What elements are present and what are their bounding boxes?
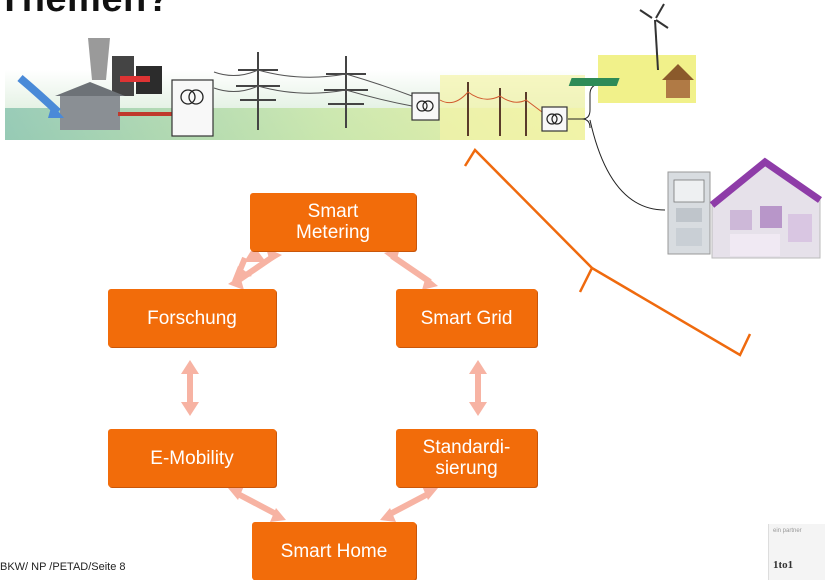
logo-name: 1to1 [773, 559, 794, 571]
topic-label: Smart Home [280, 540, 388, 562]
topic-label: Forschung [147, 307, 237, 329]
double-arrow-forschung-emobility [181, 360, 199, 416]
transformer-icon [411, 92, 440, 121]
double-arrow-standardisierung-home [380, 486, 438, 522]
topic-label: Smart Metering [296, 201, 370, 243]
smart-meter-house-icon [667, 157, 822, 259]
topic-box-standardisierung: Standardi- sierung [396, 429, 537, 487]
logo-tagline: ein partner [773, 528, 802, 534]
topic-box-e-mobility: E-Mobility [108, 429, 276, 487]
double-arrow-grid-standardisierung [469, 360, 487, 416]
double-arrow-emobility-home [228, 486, 286, 522]
topic-label: E-Mobility [150, 447, 234, 469]
transformer-icon [171, 79, 214, 137]
transformer-icon [541, 106, 568, 132]
house-windmill-icon [568, 3, 696, 103]
page-title: Themen? [0, 0, 170, 21]
topic-box-smart-metering: Smart Metering [250, 193, 416, 251]
topic-box-smart-home: Smart Home [252, 522, 416, 580]
connection-wire [589, 119, 666, 211]
partner-logo: ein partner 1to1 [768, 524, 825, 580]
footer-page-ref: BKW/ NP /PETAD/Seite 8 [0, 561, 126, 573]
topic-label: Standardi- sierung [422, 437, 511, 479]
topic-label: Smart Grid [420, 307, 513, 329]
topic-box-smart-grid: Smart Grid [396, 289, 537, 347]
topic-box-forschung: Forschung [108, 289, 276, 347]
power-plant-icon [17, 38, 173, 130]
